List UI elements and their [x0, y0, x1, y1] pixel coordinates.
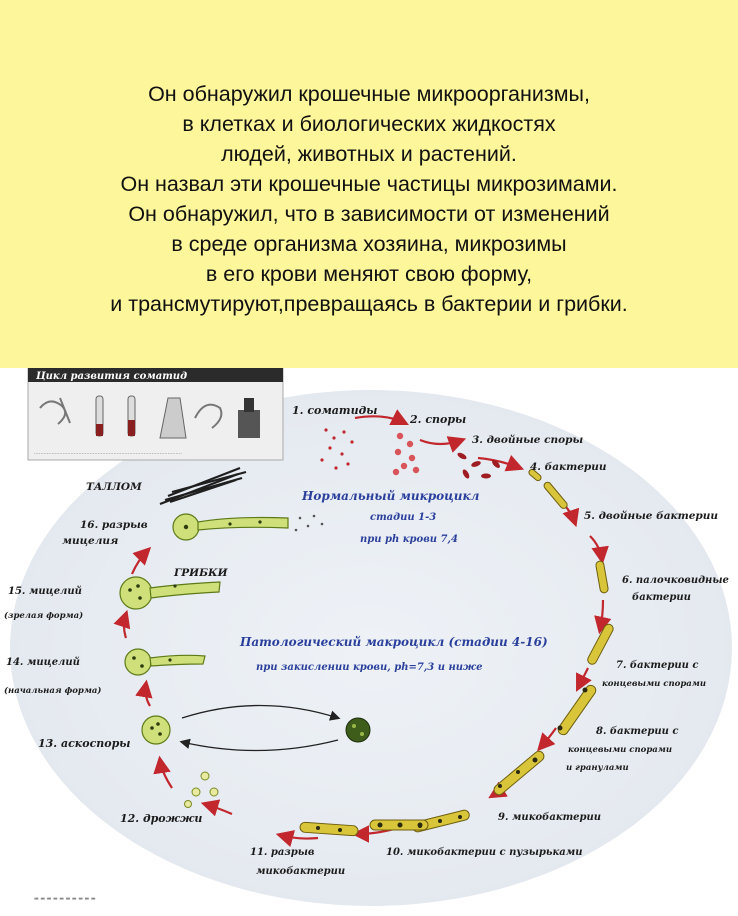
somatid-dots [320, 428, 354, 470]
stage-16-label-b: мицелия [62, 535, 118, 547]
stage-12-label: 12. дрожжи [120, 812, 202, 825]
double-spores [457, 452, 500, 479]
stage-15-label-b: (зрелая форма) [4, 610, 83, 621]
fungal-granules [128, 520, 262, 736]
intro-line-4: Он назвал эти крошечные частицы микрозим… [120, 172, 618, 196]
cycle-arrows [113, 409, 612, 848]
stage-11-label-b: микобактерии [256, 866, 345, 877]
intro-line-6: в среде организма хозяина, микрозимы [171, 232, 567, 256]
fungi-label: ГРИБКИ [173, 567, 229, 579]
spore-cluster [392, 432, 420, 476]
bacteria-forms [299, 468, 614, 837]
stage-6-label-a: 6. палочковидные [622, 575, 729, 586]
normal-cycle-ph: при рh крови 7,4 [360, 534, 458, 545]
stage-8-label-c: и гранулами [566, 763, 629, 773]
stage-16-label-a: 16. разрыв [80, 519, 148, 531]
intro-line-3: людей, животных и растений. [221, 142, 517, 166]
intro-line-2: в клетках и биологических жидкостях [182, 112, 556, 136]
normal-cycle-stages: стадии 1-3 [370, 512, 436, 523]
stage-13-label: 13. аскоспоры [38, 737, 131, 750]
stage-15-label-a: 15. мицелий [8, 586, 82, 597]
mycelium-burst-dots [294, 514, 324, 532]
yeast-cells [184, 771, 219, 808]
stage-10-label: 10. микобактерии с пузырьками [386, 847, 583, 858]
stage-4-label: 4. бактерии [530, 461, 607, 473]
cycle-diagram-svg: Цикл развития соматид ..................… [4, 368, 729, 902]
somatid-cycle-diagram: Цикл развития соматид ..................… [0, 368, 738, 916]
stage-14-label-b: (начальная форма) [4, 685, 101, 696]
intro-line-8: и трансмутируют,превращаясь в бактерии и… [110, 292, 628, 316]
stage-2-label: 2. споры [409, 413, 466, 426]
stage-1-label: 1. соматиды [292, 404, 377, 417]
pathological-cycle-ph: при закислении крови, рh=7,3 и ниже [256, 662, 482, 673]
stage-8-label-b: концевыми спорами [568, 745, 672, 755]
footer-fine-print: ▬ ▬ ▬ ▬ ▬ ▬ ▬ ▬ ▬ ▬ [34, 896, 96, 902]
stage-7-label-b: концевыми спорами [602, 679, 706, 689]
svg-text:..............................: ........................................… [34, 450, 182, 456]
stage-14-label-a: 14. мицелий [6, 657, 80, 668]
stage-3-label: 3. двойные споры [472, 433, 583, 446]
intro-line-1: Он обнаружил крошечные микроорганизмы, [148, 82, 590, 106]
intro-line-5: Он обнаружил, что в зависимости от измен… [128, 202, 610, 226]
normal-cycle-title: Нормальный микроцикл [301, 489, 480, 503]
pathological-cycle-title: Патологический макроцикл (стадии 4-16) [239, 635, 548, 649]
tallom-label: ТАЛЛОМ [86, 481, 142, 493]
thallom-filaments [159, 466, 247, 506]
intro-line-7: в его крови меняют свою форму, [205, 262, 533, 286]
bacteria-granules [316, 687, 588, 832]
stage-11-label-a: 11. разрыв [250, 847, 315, 858]
stage-5-label: 5. двойные бактерии [584, 509, 718, 522]
header-title: Цикл развития соматид [35, 371, 187, 382]
stage-6-label-b: бактерии [632, 592, 691, 603]
ascospore-exchange [179, 704, 371, 752]
header-box: Цикл развития соматид ..................… [27, 368, 284, 461]
fungal-forms [119, 513, 289, 745]
cycle-oval-background [10, 390, 732, 906]
intro-panel: Он обнаружил крошечные микроорганизмы, в… [0, 0, 738, 368]
stage-8-label-a: 8. бактерии с [596, 726, 678, 737]
stage-7-label-a: 7. бактерии с [616, 660, 698, 671]
stage-9-label: 9. микобактерии [498, 812, 601, 823]
